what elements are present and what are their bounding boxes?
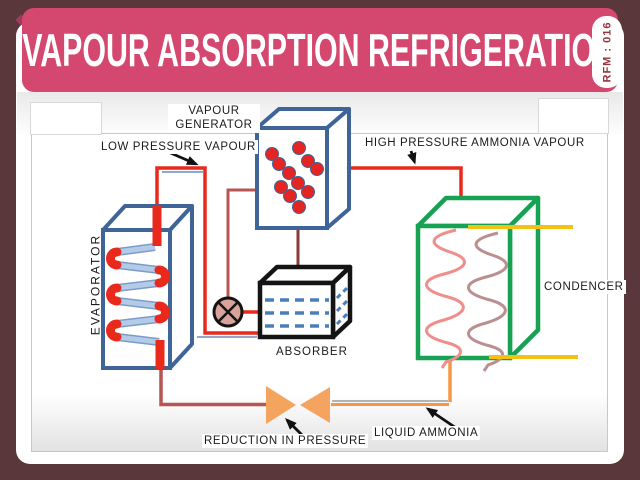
- label-condenser: CONDENCER: [542, 280, 626, 295]
- label-vapour-generator: VAPOUR GENERATOR: [168, 104, 260, 133]
- label-reduction-in-pressure: REDUCTION IN PRESSURE: [202, 434, 369, 449]
- slide-number-text: RFM : 016: [601, 21, 613, 83]
- label-evaporator: EVAPORATOR: [88, 233, 103, 336]
- label-low-pressure-vapour: LOW PRESSURE VAPOUR: [99, 140, 258, 155]
- title-banner: VAPOUR ABSORPTION REFRIGERATION: [22, 8, 618, 92]
- placeholder-box-top-left: [30, 102, 102, 135]
- placeholder-box-top-right: [538, 98, 609, 134]
- label-high-pressure-ammonia-vapour: HIGH PRESSURE AMMONIA VAPOUR: [363, 136, 587, 151]
- slide-number-badge: RFM : 016: [592, 16, 622, 88]
- label-liquid-ammonia: LIQUID AMMONIA: [372, 426, 481, 441]
- diagram-content-frame: [31, 133, 608, 452]
- label-absorber: ABSORBER: [274, 345, 350, 360]
- slide-top-shading: [17, 92, 623, 134]
- page-title: VAPOUR ABSORPTION REFRIGERATION: [22, 24, 618, 76]
